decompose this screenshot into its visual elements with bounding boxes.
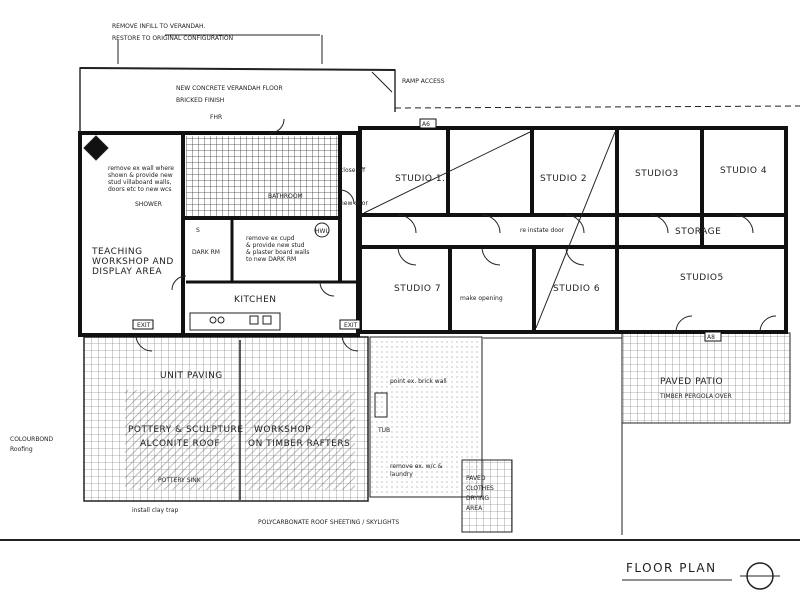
note-point-wall: point ex. brick wall [390,378,447,385]
label-teaching-3: DISPLAY AREA [92,267,162,277]
label-tub: TUB [377,427,390,434]
a6-marker-box [419,118,437,129]
exit-marker-2: EXIT [344,322,358,329]
label-dark-rm: DARK RM [192,249,220,256]
note-ramp-access: RAMP ACCESS [402,78,445,85]
label-fhr: FHR [210,114,222,121]
label-shower: SHOWER [135,201,162,208]
label-teaching-2: WORKSHOP AND [92,257,174,267]
annotations: REMOVE INFILL TO VERANDAH. RESTORE TO OR… [10,23,715,526]
label-studio-3: STUDIO3 [635,169,679,179]
s-marker: S [196,227,200,234]
label-studio-5: STUDIO5 [680,273,724,283]
label-patio-1: PAVED PATIO [660,377,723,387]
label-patio-2: TIMBER PERGOLA OVER [659,393,732,400]
label-pottery-sink: POTTERY SINK [158,477,202,484]
label-teaching-1: TEACHING [91,247,143,257]
label-drying-2: CLOTHES [466,485,494,492]
fixtures [83,135,388,418]
label-studio-1: STUDIO 1. [395,174,445,184]
workshop-hatch [245,390,355,490]
label-kitchen: KITCHEN [234,295,277,305]
note-kitchen-4: to new DARK RM [246,256,296,263]
exit-marker-1: EXIT [137,322,151,329]
note-laundry: laundry [390,471,413,478]
a8-marker-box [704,331,722,342]
pottery-hatch [125,390,235,490]
note-teaching-1: remove ex wall where [108,165,174,172]
note-teaching-2: shown & provide new [108,172,173,179]
bathroom-tiles [186,136,338,216]
label-studio-4: STUDIO 4 [720,166,767,176]
note-kitchen-1: remove ex cupd [246,235,295,242]
note-close-off: close off [340,167,366,174]
note-make-opening: make opening [460,295,503,302]
note-new-verandah: NEW CONCRETE VERANDAH FLOOR [176,85,283,92]
note-new-door: new door [340,200,368,207]
building-walls [78,126,788,337]
label-workshop-1: WORKSHOP [254,425,311,435]
note-restore-config: RESTORE TO ORIGINAL CONFIGURATION [112,35,233,42]
room-labels: STUDIO 1. STUDIO 2 STUDIO3 STUDIO 4 STUD… [91,166,767,512]
exit-marker-2-box [339,319,361,330]
note-colorbond-2: Roofing [10,446,33,453]
note-bricked: BRICKED FINISH [176,97,224,104]
label-drying-1: PAVED [466,475,486,482]
verandah [79,34,800,135]
plan-title: FLOOR PLAN [626,561,717,575]
drying-area [461,459,513,533]
note-remove-wc: remove ex. w/c & [390,463,443,470]
note-remove-infill: REMOVE INFILL TO VERANDAH. [112,23,205,30]
note-clay-trap: install clay trap [132,507,178,514]
label-drying-4: AREA [466,505,483,512]
label-workshop-2: ON TIMBER RAFTERS [248,439,350,449]
label-pottery-1: POTTERY & SCULPTURE [128,425,244,435]
label-unit-paving: UNIT PAVING [160,371,223,381]
note-polycarb: POLYCARBONATE ROOF SHEETING / SKYLIGHTS [258,519,399,526]
note-teaching-3: stud villaboard walls, [108,179,172,186]
note-colorbond-1: COLOURBOND [10,436,54,443]
label-studio-7: STUDIO 7 [394,284,441,294]
note-reinstate-door: re instate door [520,227,565,234]
label-bathroom: BATHROOM [268,193,303,200]
a8-marker: A8 [707,334,715,341]
label-storage: STORAGE [675,227,721,237]
exit-marker-1-box [132,319,154,330]
note-kitchen-3: & plaster board walls [246,249,310,256]
door-swings [135,118,777,352]
label-pottery-2: ALCONITE ROOF [140,439,220,449]
a6-marker: A6 [422,121,430,128]
void-diagonals [363,131,616,329]
label-drying-3: DRYING [466,495,489,502]
label-studio-6: STUDIO 6 [553,284,600,294]
label-studio-2: STUDIO 2 [540,174,587,184]
hwu-marker: HWU [315,228,330,235]
note-kitchen-2: & provide new stud [246,242,305,249]
note-teaching-4: doors etc to new wcs [108,186,171,193]
